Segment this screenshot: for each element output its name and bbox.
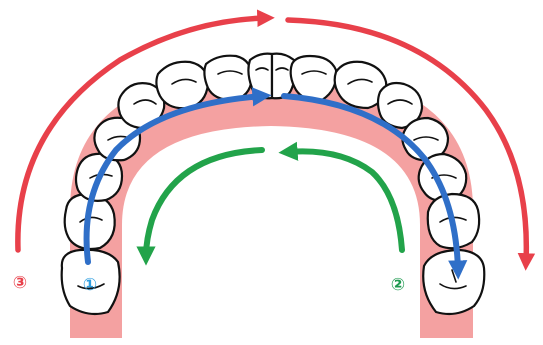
step-3-label: ③: [13, 273, 27, 293]
tooth-right-molar: [423, 250, 484, 314]
step-2-green-arrows: [146, 150, 402, 256]
green-arrow-right: [288, 151, 402, 250]
tooth-left-lateral-incisor-2: [156, 62, 208, 109]
tooth-left-lateral-incisor: [204, 56, 252, 100]
step-1-label: ①: [83, 275, 97, 295]
green-arrow-left: [146, 150, 262, 256]
step-2-label: ②: [391, 275, 405, 295]
tooth-right-lateral-incisor: [291, 56, 337, 100]
